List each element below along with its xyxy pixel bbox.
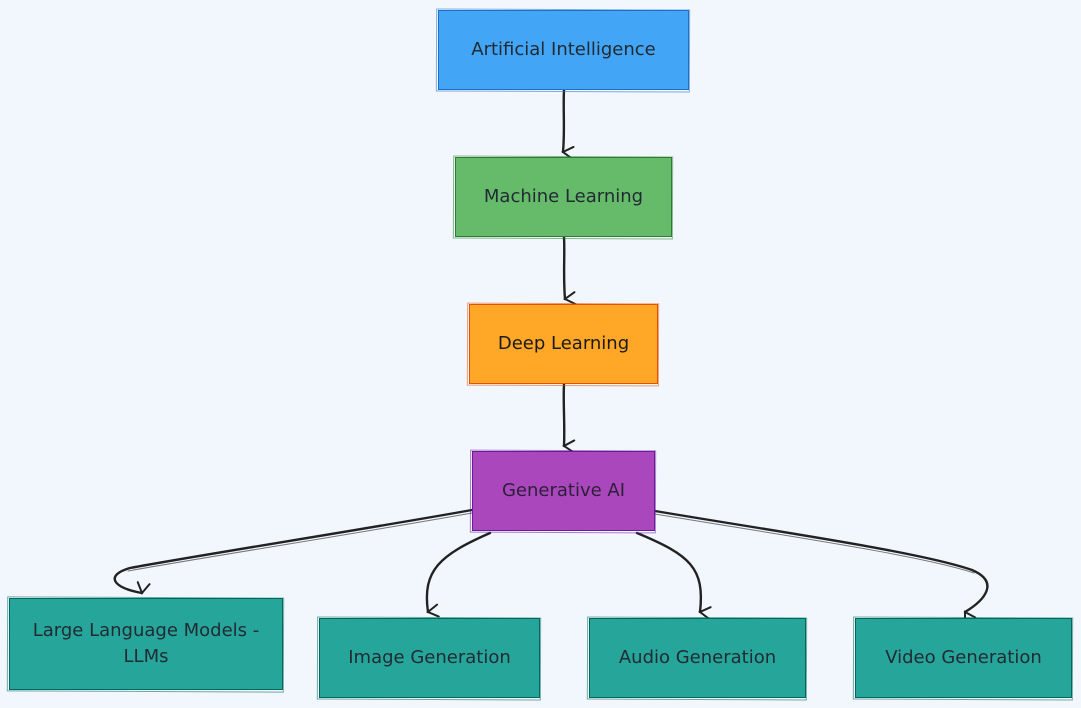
node-artificial-intelligence: Artificial Intelligence <box>438 10 689 90</box>
node-large-language-models: Large Language Models - LLMs <box>9 598 283 690</box>
edge-ai-to-ml <box>561 88 575 160</box>
node-image-generation: Image Generation <box>319 618 540 698</box>
node-machine-learning: Machine Learning <box>455 157 672 237</box>
edge-gen-to-aud <box>635 531 712 621</box>
node-audio-generation: Audio Generation <box>589 618 806 698</box>
node-video-generation: Video Generation <box>855 618 1072 698</box>
edge-gen-to-vid <box>653 509 989 625</box>
edge-ml-to-dl <box>562 235 577 306</box>
edge-dl-to-gen <box>562 382 576 454</box>
node-deep-learning: Deep Learning <box>469 304 658 384</box>
edge-gen-to-img <box>425 531 492 618</box>
edge-gen-to-llm <box>113 508 474 595</box>
node-generative-ai: Generative AI <box>472 451 655 531</box>
